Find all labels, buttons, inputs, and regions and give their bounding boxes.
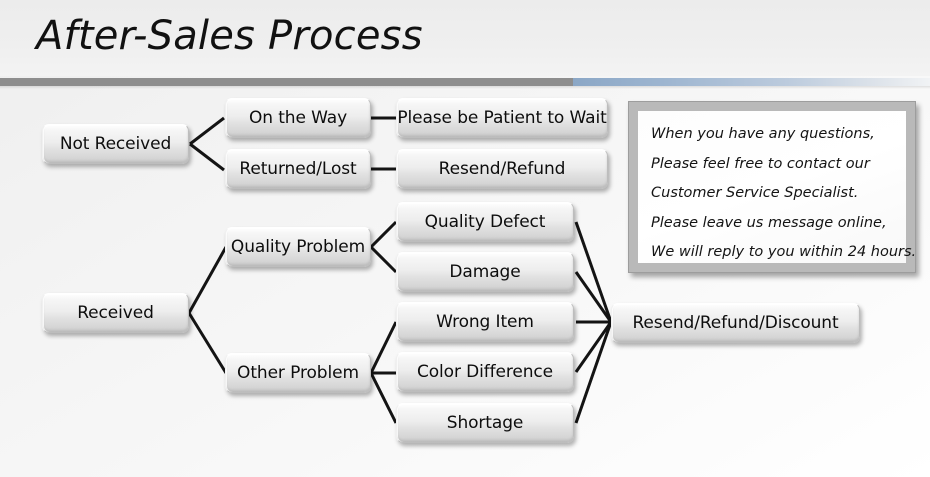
header-band: [0, 0, 930, 76]
divider-gray-bar: [0, 78, 573, 86]
node-other-problem[interactable]: Other Problem: [225, 353, 371, 393]
node-resend-refund-discount[interactable]: Resend/Refund/Discount: [611, 303, 860, 343]
connector-quality-problem-quality-defect: [369, 220, 398, 249]
node-returned-lost[interactable]: Returned/Lost: [225, 149, 371, 189]
node-label: Other Problem: [237, 363, 359, 383]
note-panel: When you have any questions, Please feel…: [628, 101, 916, 273]
node-received[interactable]: Received: [42, 293, 189, 333]
node-label: Wrong Item: [436, 312, 534, 332]
connector-color-difference-resolution: [574, 321, 613, 373]
connector-shortage-resolution: [574, 321, 613, 424]
node-resend-refund[interactable]: Resend/Refund: [396, 149, 608, 189]
node-please-be-patient-to-wait[interactable]: Please be Patient to Wait: [396, 98, 608, 138]
node-label: Not Received: [59, 134, 172, 154]
node-label: Color Difference: [416, 362, 554, 382]
divider-blue-bar: [573, 78, 930, 86]
node-label: Resend/Refund: [438, 159, 566, 179]
node-damage[interactable]: Damage: [396, 252, 574, 292]
connector-quality-problem-damage: [369, 245, 398, 274]
node-label: Quality Problem: [230, 237, 366, 257]
connector-received-other-problem: [187, 312, 228, 374]
node-quality-problem[interactable]: Quality Problem: [225, 227, 371, 267]
node-label: Returned/Lost: [239, 159, 357, 179]
connector-other-problem-shortage: [369, 372, 398, 424]
connector-damage-resolution: [574, 271, 613, 323]
node-label: Received: [77, 303, 154, 323]
node-label: Damage: [449, 262, 521, 282]
note-line: We will reply to you within 24 hours.: [651, 244, 917, 261]
connector-not-received-returned-lost: [189, 142, 225, 172]
connector-not-received-on-the-way: [189, 116, 225, 146]
node-label: On the Way: [248, 108, 348, 128]
node-label: Please be Patient to Wait: [397, 108, 607, 128]
node-color-difference[interactable]: Color Difference: [396, 352, 574, 392]
connector-quality-defect-resolution: [574, 221, 613, 323]
node-on-the-way[interactable]: On the Way: [225, 98, 371, 138]
node-quality-defect[interactable]: Quality Defect: [396, 202, 574, 242]
connector-other-problem-wrong-item: [369, 321, 398, 374]
node-not-received[interactable]: Not Received: [42, 124, 189, 164]
page-title: After-Sales Process: [36, 13, 423, 59]
node-label: Shortage: [446, 413, 524, 433]
note-line: When you have any questions,: [651, 126, 875, 142]
node-shortage[interactable]: Shortage: [396, 403, 574, 443]
note-line: Please leave us message online,: [651, 214, 887, 231]
node-label: Quality Defect: [424, 212, 546, 232]
note-line: Please feel free to contact our: [651, 155, 870, 172]
note-line: Customer Service Specialist.: [651, 185, 859, 202]
node-label: Resend/Refund/Discount: [632, 313, 839, 333]
connector-received-quality-problem: [187, 246, 228, 314]
note-panel-inner: When you have any questions, Please feel…: [638, 111, 916, 263]
node-wrong-item[interactable]: Wrong Item: [396, 302, 574, 342]
divider-shadow: [0, 86, 930, 89]
